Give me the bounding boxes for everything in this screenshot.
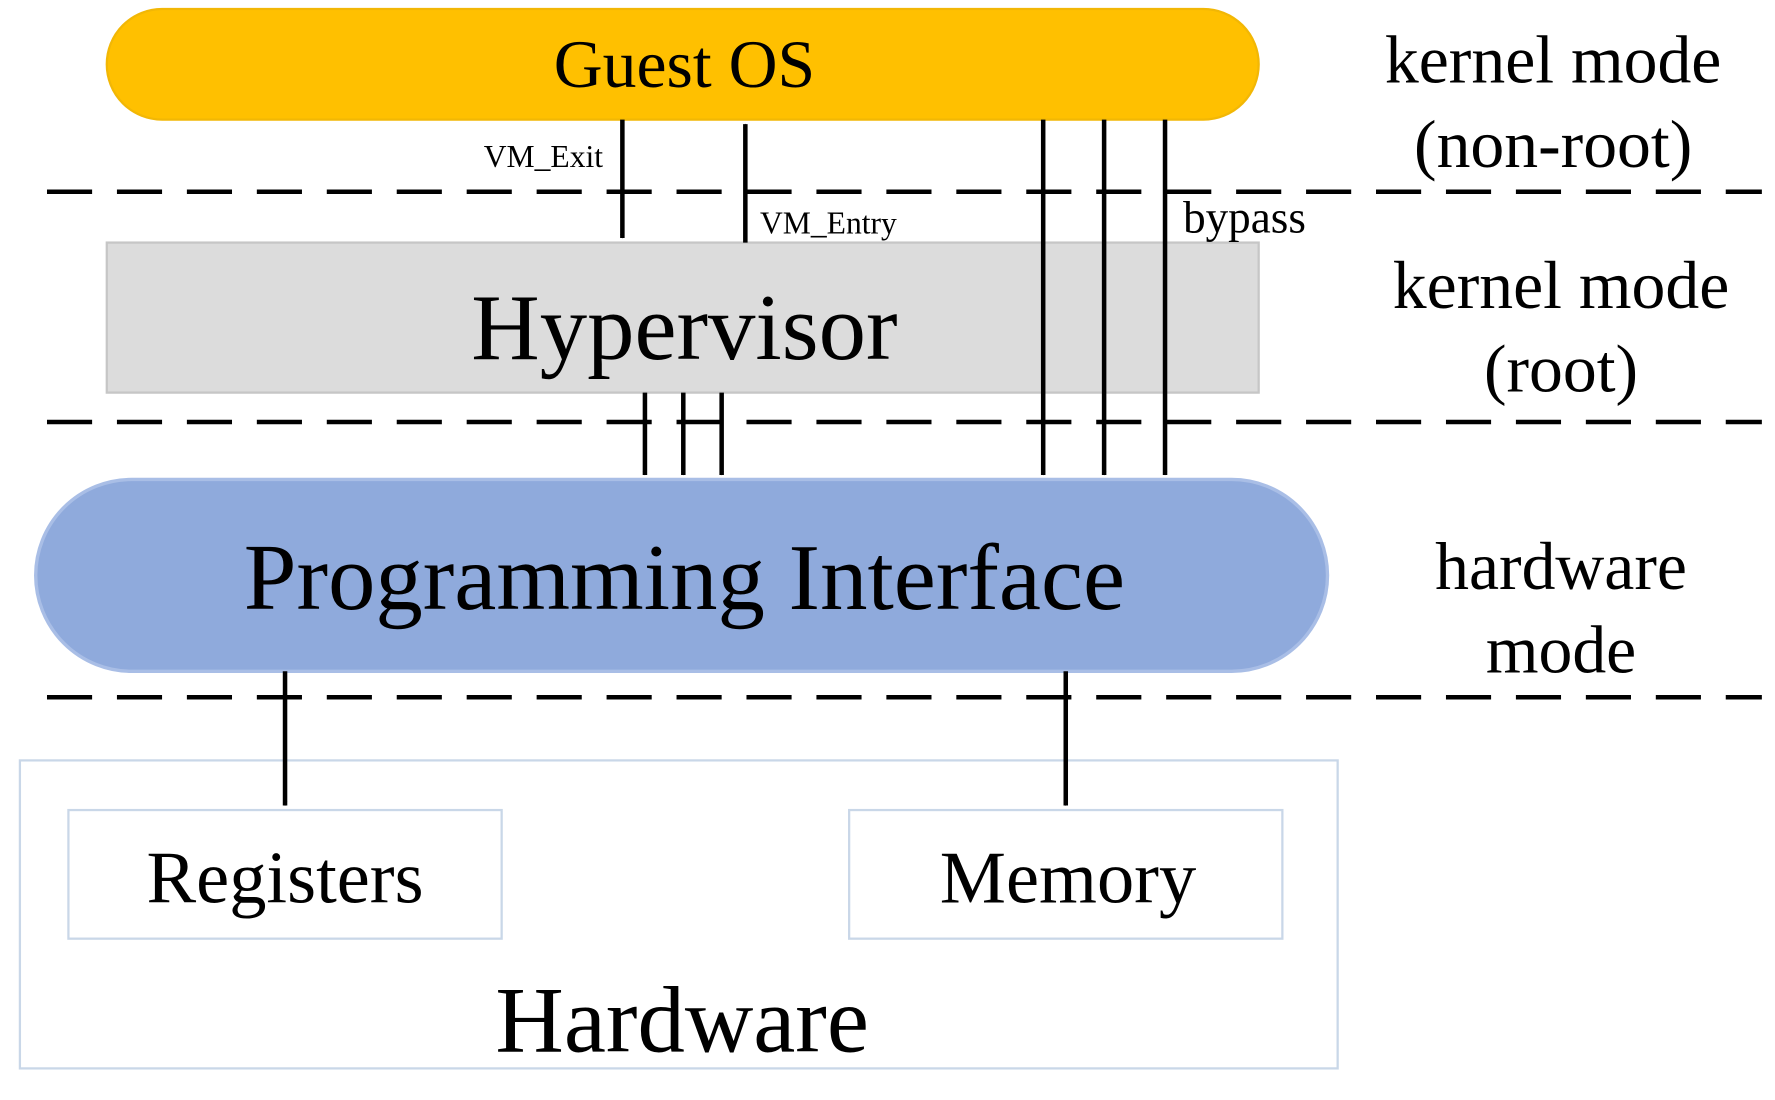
memory-label: Memory [940, 838, 1196, 920]
vm-entry-label: VM_Entry [760, 206, 897, 241]
hypervisor-label: Hypervisor [471, 276, 897, 380]
guest-os-label: Guest OS [554, 27, 815, 102]
mode-guest-line1: kernel mode [1385, 22, 1721, 97]
mode-root-line2: (root) [1484, 331, 1638, 406]
memory-box [848, 808, 1284, 940]
registers-label: Registers [146, 838, 423, 920]
mode-hardware-line1: hardware [1435, 529, 1687, 604]
programming-interface-box [34, 477, 1330, 673]
mode-root-line1: kernel mode [1393, 248, 1729, 323]
mode-guest-line2: (non-root) [1414, 107, 1692, 182]
vm-exit-label: VM_Exit [484, 139, 604, 174]
programming-interface-label: Programming Interface [244, 526, 1125, 630]
guest-os-box [105, 7, 1260, 121]
hypervisor-box [105, 241, 1260, 394]
mode-hardware-line2: mode [1486, 612, 1636, 687]
hardware-label: Hardware [495, 968, 868, 1072]
bypass-label: bypass [1183, 192, 1306, 242]
registers-box [67, 808, 503, 940]
